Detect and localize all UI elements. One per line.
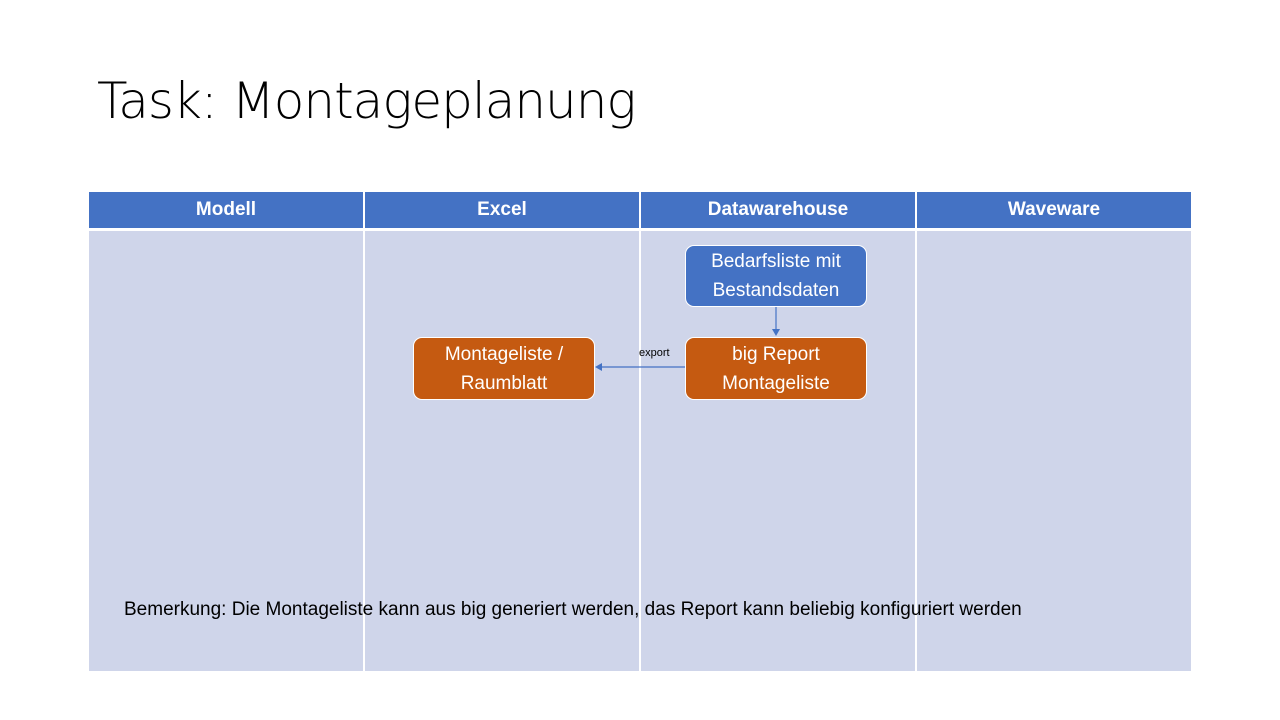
- node-text: Montageliste: [722, 372, 830, 394]
- slide-title: Task: Montageplanung: [97, 72, 636, 130]
- column-header-excel: Excel: [365, 192, 639, 228]
- node-text: Bestandsdaten: [712, 280, 840, 301]
- node-montageliste: Montageliste / Raumblatt: [413, 337, 595, 400]
- arrowhead-left: [595, 363, 602, 371]
- lane-excel: [365, 231, 639, 671]
- lane-modell: [89, 231, 363, 671]
- node-text: Montageliste /: [444, 343, 564, 365]
- node-bedarfsliste: Bedarfsliste mit Bestandsdaten: [685, 245, 867, 307]
- edge-label-export: export: [639, 347, 670, 359]
- node-big-report: big Report Montageliste: [685, 337, 867, 400]
- node-text: Bedarfsliste mit: [711, 251, 841, 272]
- node-text: big Report: [732, 343, 820, 365]
- column-header-modell: Modell: [89, 192, 363, 228]
- column-header-datawarehouse: Datawarehouse: [641, 192, 915, 228]
- remark-note: Bemerkung: Die Montageliste kann aus big…: [124, 599, 1022, 620]
- column-header-waveware: Waveware: [917, 192, 1191, 228]
- node-text: Raumblatt: [460, 372, 548, 394]
- lane-waveware: [917, 231, 1191, 671]
- arrowhead-down: [772, 329, 780, 336]
